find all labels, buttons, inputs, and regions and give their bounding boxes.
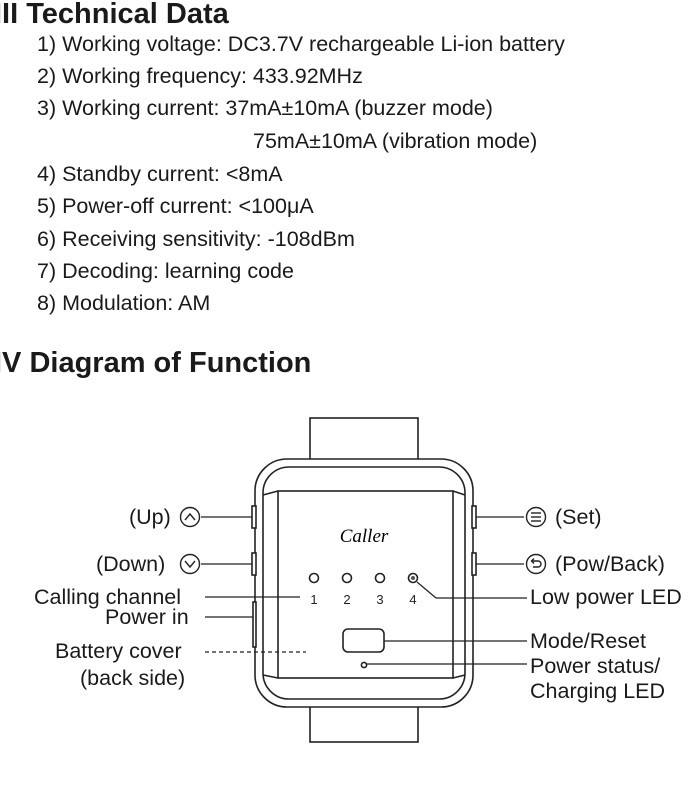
label-battery-cover-sub: (back side) bbox=[80, 666, 186, 690]
channel-led-3 bbox=[374, 572, 386, 584]
channel-led-2 bbox=[341, 572, 353, 584]
section-title-technical-data: III Technical Data bbox=[0, 0, 229, 30]
pow-back-side-button bbox=[471, 552, 477, 576]
back-arrow-circle-icon bbox=[525, 553, 547, 575]
chevron-up-circle-icon bbox=[179, 506, 201, 528]
label-up: (Up) bbox=[129, 505, 171, 529]
spec-item: 3) Working current: 37mA±10mA (buzzer mo… bbox=[37, 96, 493, 120]
spec-item: 7) Decoding: learning code bbox=[37, 259, 294, 283]
low-power-led bbox=[407, 572, 419, 584]
label-calling-channel: Calling channel bbox=[34, 585, 182, 609]
channel-led-1 bbox=[308, 572, 320, 584]
label-power-in: Power in bbox=[105, 605, 189, 629]
label-mode-reset: Mode/Reset bbox=[530, 629, 646, 653]
bottom-strap bbox=[309, 701, 419, 743]
brand-logo: Caller bbox=[340, 526, 389, 547]
spec-item: 4) Standby current: <8mA bbox=[37, 162, 283, 186]
label-low-power-led: Low power LED bbox=[530, 585, 682, 609]
watch-screen bbox=[277, 490, 454, 679]
label-set: (Set) bbox=[555, 505, 602, 529]
label-down: (Down) bbox=[96, 552, 166, 576]
spec-item: 2) Working frequency: 433.92MHz bbox=[37, 64, 363, 88]
section-title-diagram-of-function: IV Diagram of Function bbox=[0, 347, 312, 379]
channel-number: 1 bbox=[310, 592, 317, 607]
channel-number: 3 bbox=[376, 592, 383, 607]
power-status-led bbox=[360, 661, 368, 669]
spec-item: 1) Working voltage: DC3.7V rechargeable … bbox=[37, 32, 565, 56]
spec-item: 6) Receiving sensitivity: -108dBm bbox=[37, 227, 355, 251]
menu-circle-icon bbox=[525, 506, 547, 528]
label-battery-cover: Battery cover bbox=[55, 639, 182, 663]
set-side-button bbox=[471, 505, 477, 529]
spec-item-continuation: 75mA±10mA (vibration mode) bbox=[253, 129, 538, 153]
watch-bezel bbox=[262, 466, 466, 700]
top-strap bbox=[309, 417, 419, 465]
spec-item: 8) Modulation: AM bbox=[37, 291, 211, 315]
label-pow-back: (Pow/Back) bbox=[555, 552, 665, 576]
chevron-down-circle-icon bbox=[179, 553, 201, 575]
channel-number: 2 bbox=[343, 592, 350, 607]
channel-number: 4 bbox=[409, 592, 416, 607]
power-in-port bbox=[252, 601, 257, 648]
spec-item: 5) Power-off current: <100μA bbox=[37, 194, 314, 218]
label-power-status: Power status/ bbox=[530, 654, 661, 678]
down-side-button bbox=[251, 552, 257, 576]
up-side-button bbox=[251, 505, 257, 529]
label-charging-led: Charging LED bbox=[530, 679, 666, 703]
